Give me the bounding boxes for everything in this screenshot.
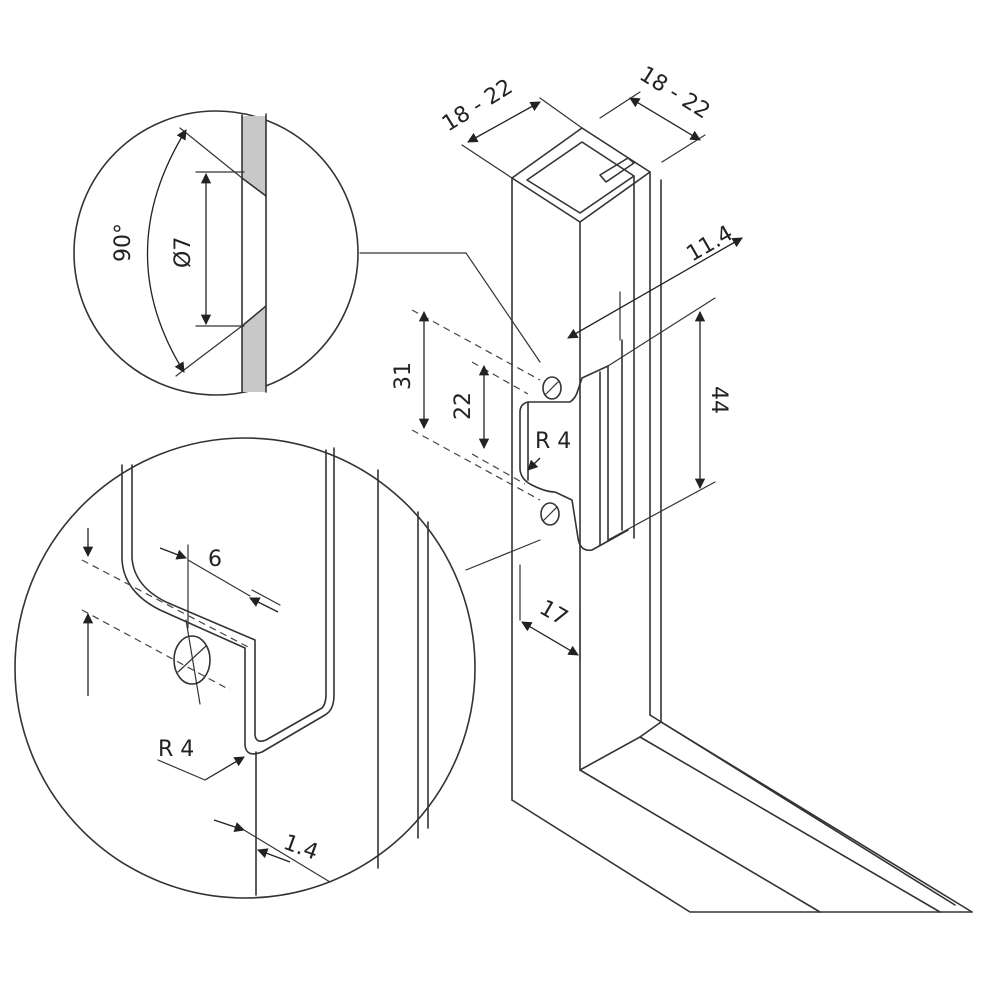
label-spacing-31: 31 — [391, 362, 416, 390]
hole-lower — [540, 502, 560, 526]
detail-hole — [173, 619, 211, 705]
label-radius-main: R 4 — [535, 429, 571, 454]
hole-upper — [542, 376, 562, 400]
labels: 18 - 22 18 - 22 11.4 31 22 R 4 44 17 90°… — [111, 62, 737, 866]
label-width-front: 18 - 22 — [438, 75, 517, 137]
dimension-lines — [359, 91, 743, 661]
label-width-side: 18 - 22 — [635, 62, 714, 124]
label-angle-90: 90° — [111, 223, 136, 262]
label-hole-diameter: Ø7 — [171, 237, 196, 268]
label-detail-6: 6 — [208, 547, 222, 572]
detail-countersink — [73, 110, 359, 396]
detail-notch — [14, 437, 476, 899]
main-post-profile — [511, 127, 973, 913]
label-offset-11-4: 11.4 — [683, 221, 738, 267]
label-detail-radius: R 4 — [158, 737, 194, 762]
label-height-44: 44 — [706, 386, 731, 414]
label-depth-17: 17 — [535, 596, 572, 632]
label-spacing-22: 22 — [451, 392, 476, 420]
